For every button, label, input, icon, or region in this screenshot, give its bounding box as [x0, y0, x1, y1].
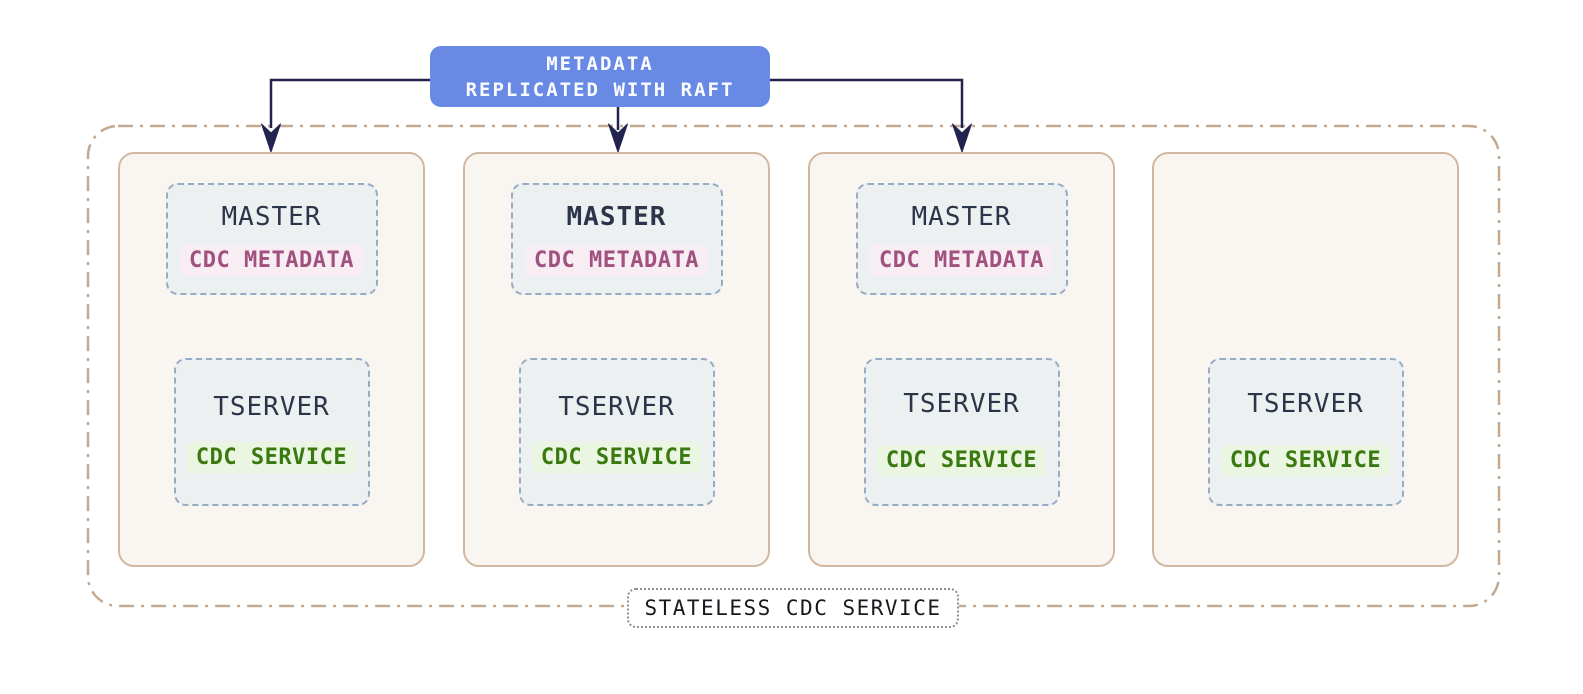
node-2: MASTER CDC METADATA TSERVER CDC SERVICE [463, 152, 770, 567]
node-3-master-title: MASTER [911, 202, 1012, 232]
node-2-tserver-title: TSERVER [558, 391, 675, 422]
node-2-tserver-box: TSERVER CDC SERVICE [518, 358, 715, 506]
node-3-tserver-title: TSERVER [903, 388, 1020, 419]
node-3: MASTER CDC METADATA TSERVER CDC SERVICE [808, 152, 1115, 567]
stateless-cdc-service-label: STATELESS CDC SERVICE [627, 588, 959, 628]
node-1-cdc-metadata-badge: CDC METADATA [180, 245, 363, 276]
node-2-master-title: MASTER [566, 202, 667, 232]
node-3-cdc-service-badge: CDC SERVICE [876, 444, 1047, 476]
node-2-cdc-service-badge: CDC SERVICE [531, 441, 702, 473]
node-4-tserver-box: TSERVER CDC SERVICE [1207, 358, 1404, 506]
raft-metadata-line2: REPLICATED WITH RAFT [465, 78, 735, 101]
arrow-left-head-icon [261, 123, 281, 153]
node-4-cdc-service-badge: CDC SERVICE [1220, 444, 1391, 476]
node-3-tserver-box: TSERVER CDC SERVICE [863, 358, 1060, 506]
node-1-cdc-service-badge: CDC SERVICE [186, 441, 357, 473]
arrow-left-line [269, 78, 430, 128]
node-4-tserver-title: TSERVER [1247, 388, 1364, 419]
raft-metadata-box: METADATA REPLICATED WITH RAFT [430, 46, 770, 107]
node-1-tserver-title: TSERVER [213, 391, 330, 422]
raft-metadata-line1: METADATA [546, 52, 654, 75]
node-1: MASTER CDC METADATA TSERVER CDC SERVICE [118, 152, 425, 567]
node-3-cdc-metadata-badge: CDC METADATA [870, 245, 1053, 276]
node-1-tserver-box: TSERVER CDC SERVICE [173, 358, 370, 506]
node-3-master-box: MASTER CDC METADATA [855, 183, 1068, 295]
node-4: TSERVER CDC SERVICE [1152, 152, 1459, 567]
node-1-master-box: MASTER CDC METADATA [165, 183, 378, 295]
node-2-cdc-metadata-badge: CDC METADATA [525, 245, 708, 276]
arrow-right-head-icon [952, 123, 972, 153]
node-2-master-box: MASTER CDC METADATA [510, 183, 723, 295]
node-1-master-title: MASTER [221, 202, 322, 232]
arrow-right-line [770, 78, 964, 128]
arrow-middle-head-icon [608, 123, 628, 153]
